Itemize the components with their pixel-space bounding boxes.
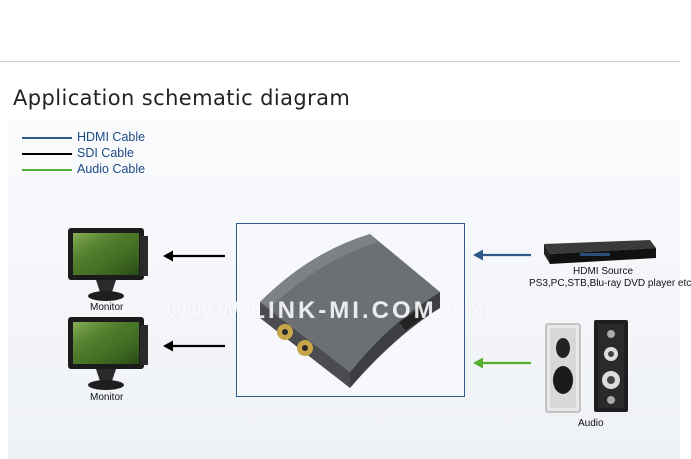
converter-device-icon xyxy=(260,234,440,388)
sdi-arrow-icon xyxy=(163,250,225,262)
dvd-player-icon xyxy=(544,240,656,264)
audio-cable-swatch xyxy=(22,169,72,171)
legend-label: HDMI Cable xyxy=(77,130,146,144)
watermark-text: WWW.LINK-MI.COM.CN xyxy=(165,297,487,324)
sdi-cable-swatch xyxy=(22,153,72,155)
monitor-label: Monitor xyxy=(90,302,124,313)
speakers-icon xyxy=(545,320,628,413)
hdmi-cable-swatch xyxy=(22,137,72,139)
header-divider xyxy=(0,61,680,62)
monitor-icon xyxy=(68,228,148,301)
sdi-arrow-icon xyxy=(163,340,225,352)
audio-arrow-icon xyxy=(473,357,531,369)
monitor-icon xyxy=(68,317,148,390)
hdmi-arrow-icon xyxy=(473,249,531,261)
audio-label: Audio xyxy=(578,418,604,429)
hdmi-source-sublabel: PS3,PC,STB,Blu-ray DVD player etc xyxy=(529,278,691,289)
page-title: Application schematic diagram xyxy=(13,86,351,110)
legend-label: SDI Cable xyxy=(77,146,134,160)
legend-label: Audio Cable xyxy=(77,162,146,176)
hdmi-source-label: HDMI Source xyxy=(573,266,634,277)
monitor-label: Monitor xyxy=(90,392,124,403)
